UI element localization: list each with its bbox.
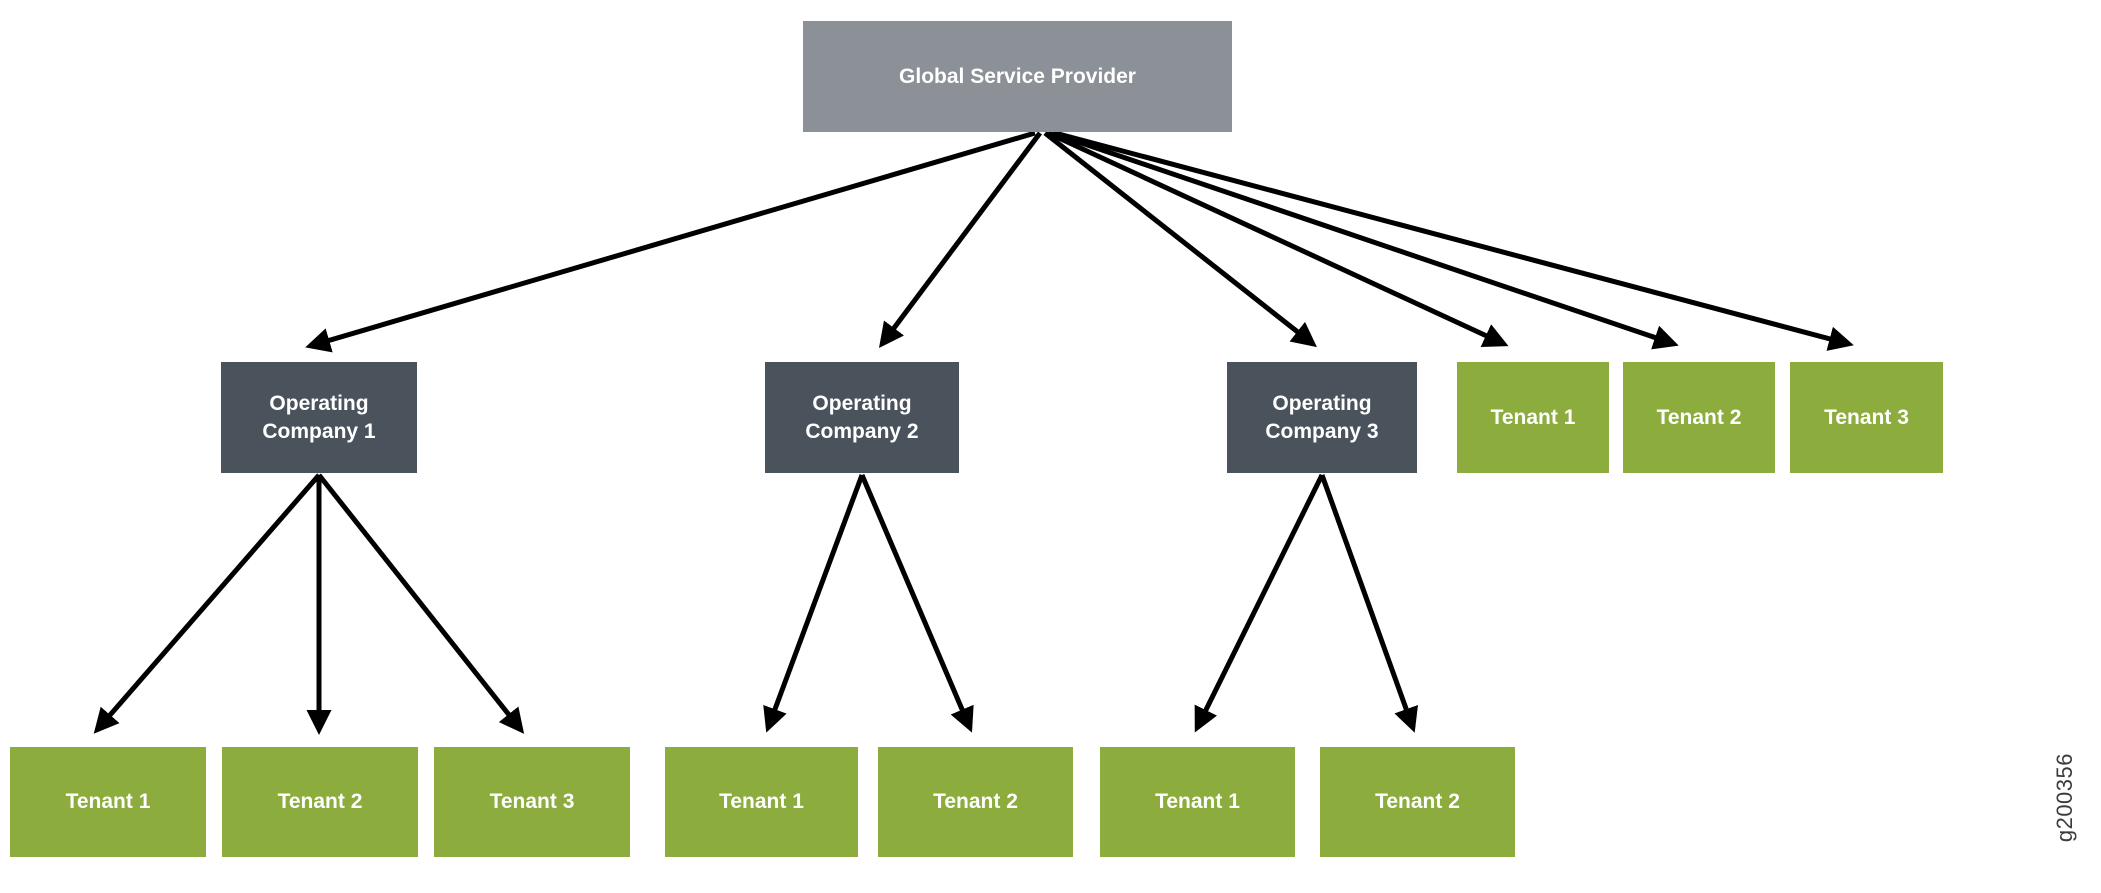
arrow-provider-to-tenant2 [1051,130,1679,350]
arrow-provider-to-tenant3 [1054,130,1854,351]
arrow-oc3-to-tenant2 [1319,474,1418,733]
node-operating-company-3: Operating Company 3 [1227,362,1417,473]
node-oc1-tenant-2: Tenant 2 [222,747,418,857]
arrow-oc3-to-tenant1 [1194,473,1325,733]
node-global-service-provider: Global Service Provider [803,21,1232,132]
arrow-oc2-to-tenant1 [763,474,865,733]
node-oc3-tenant-2: Tenant 2 [1320,747,1515,857]
node-provider-tenant-2: Tenant 2 [1623,362,1775,473]
node-oc3-tenant-1: Tenant 1 [1100,747,1295,857]
node-operating-company-2: Operating Company 2 [765,362,959,473]
arrow-oc1-to-tenant3 [317,473,525,734]
node-operating-company-1: Operating Company 1 [221,362,417,473]
node-oc2-tenant-2: Tenant 2 [878,747,1073,857]
node-oc2-tenant-1: Tenant 1 [665,747,858,857]
figure-id-watermark: g200356 [2050,731,2080,865]
node-provider-tenant-1: Tenant 1 [1457,362,1609,473]
node-provider-tenant-3: Tenant 3 [1790,362,1943,473]
arrow-oc2-to-tenant2 [859,474,974,733]
arrow-provider-to-oc3 [1043,131,1317,348]
arrow-provider-to-tenant1 [1046,130,1509,347]
node-oc1-tenant-3: Tenant 3 [434,747,630,857]
arrow-oc1-to-tenant1 [93,473,321,734]
arrow-provider-to-oc2 [879,131,1043,349]
figure-id-text: g200356 [2052,753,2077,843]
node-oc1-tenant-1: Tenant 1 [10,747,206,857]
arrow-provider-to-oc1 [305,130,1036,353]
